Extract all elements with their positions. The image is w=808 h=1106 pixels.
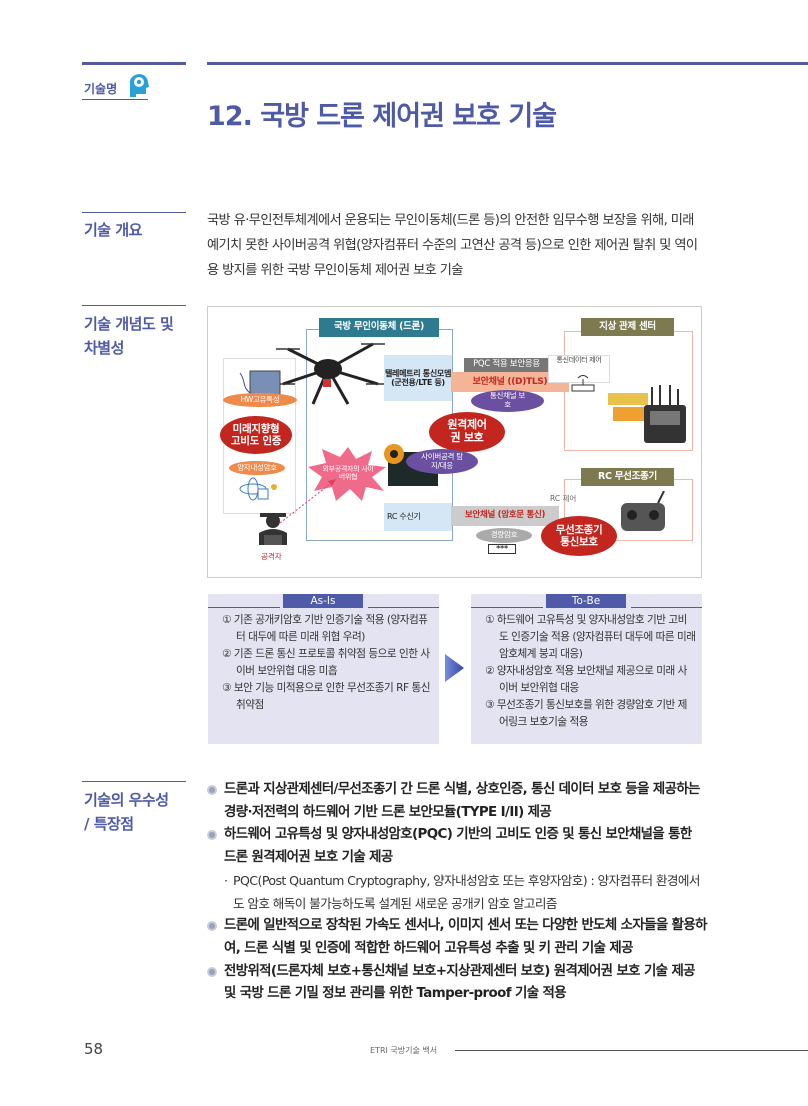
as-is-item: ② 기존 드론 통신 프로토콜 취약점 등으로 인한 사이버 보안위협 대응 미… [222,648,430,677]
overview-label: 기술 개요 [84,221,142,239]
pqc-note: ·PQC(Post Quantum Cryptography, 양자내성암호 또… [224,872,700,911]
to-be-title: To-Be [546,594,626,608]
pqc-app-label: PQC 적용 보안응용 [464,358,549,372]
strength-item: 하드웨어 고유특성 및 양자내성암호(PQC) 기반의 고비도 인증 및 통신 … [207,824,707,869]
cyber-detect: 사이버공격 탐지/대응 [406,449,478,474]
page-number: 58 [84,1040,104,1058]
as-is-item: ③ 보안 기능 미적용으로 인한 무선조종기 RF 통신 취약점 [222,682,430,711]
tab-line [631,607,702,608]
channel-protect: 통신채널 보호 [471,390,544,412]
as-is-item: ① 기존 공개키암호 기반 인증기술 적용 (양자컴퓨터 대두에 따른 미래 위… [222,614,428,643]
section-rule [82,212,186,213]
control-center-image [608,385,686,443]
tab-line [471,607,543,608]
concept-diagram: 국방 무인이동체 (드론) 지상 관제 센터 RC 무선조종기 텔레메트리 통신… [207,306,702,578]
secure-channel-enc: 보안채널 (암호문 통신) [451,506,559,526]
top-rule [207,62,808,65]
strength-item: 전방위적(드론자체 보호+통신채널 보호+지상관제센터 보호) 원격제어권 보호… [207,961,707,1006]
as-is-title: As-Is [283,594,363,608]
bullet-icon [207,966,217,977]
threat-label: 외부공격자의 사이버위협 [322,464,374,481]
strengths-list: 드론과 지상관제센터/무선조종기 간 드론 식별, 상호인증, 통신 데이터 보… [207,779,707,1006]
rc-controller-image [621,491,665,531]
strength-item: 드론에 일반적으로 장착된 가속도 센서나, 이미지 센서 또는 다양한 반도체… [207,915,707,960]
left-top-rule [82,62,186,65]
bullet-icon [207,785,217,795]
attacker-label: 공격자 [261,552,282,561]
router-icon [571,375,595,392]
remote-control-protect: 원격제어권 보호 [429,412,505,452]
threat-starburst [308,447,386,501]
drone-header: 국방 무인이동체 (드론) [319,318,439,337]
page-title: 12. 국방 드론 제어권 보호 기술 [207,101,557,132]
light-crypto: 경량암호 [476,528,532,543]
strengths-label: 기술의 우수성/ 특장점 [84,791,169,833]
atom-key-icon [239,477,277,501]
pqc-label: 양자내성암호 [229,461,285,475]
footer-publication: ETRI 국방기술 백서 [370,1046,438,1055]
rc-header: RC 무선조종기 [581,468,674,486]
section-rule [82,781,186,782]
section-rule [82,305,186,306]
drone-image [271,342,388,405]
rc-receiver: RC 수신기 [384,503,452,531]
bullet-icon [207,830,217,841]
label-underline [82,99,148,100]
password-field-icon: *** [488,544,516,554]
to-be-item: ② 양자내성암호 적용 보안채널 제공으로 미래 사이버 보안위협 대응 [485,665,687,694]
tab-line [368,607,439,608]
tab-line [208,607,280,608]
telemetry-box: 텔레메트리 통신모뎀 (군전용/LTE 등) [384,355,452,401]
attack-arrow [279,479,336,524]
future-auth: 미래지향형 고비도 인증 [220,416,292,454]
bullet-icon [207,921,217,932]
hw-feature: HW고유특성 [223,393,297,407]
ground-header: 지상 관제 센터 [581,318,674,336]
strength-item: 드론과 지상관제센터/무선조종기 간 드론 식별, 상호인증, 통신 데이터 보… [207,779,707,824]
tech-name-label: 기술명 [84,82,118,96]
to-be-box: To-Be ① 하드웨어 고유특성 및 양자내성암호 기반 고비도 인증기술 적… [471,594,702,744]
rc-control-label: RC 제어 [550,494,577,503]
as-is-box: As-Is ① 기존 공개키암호 기반 인증기술 적용 (양자컴퓨터 대두에 따… [208,594,439,744]
to-be-item: ③ 무선조종기 통신보호를 위한 경량암호 기반 제어링크 보호기술 적용 [485,699,687,728]
to-be-item: ① 하드웨어 고유특성 및 양자내성암호 기반 고비도 인증기술 적용 (양자컴… [485,614,696,660]
overview-text: 국방 유·무인전투체계에서 운용되는 무인이동체(드론 등)의 안전한 임무수행… [207,213,698,278]
chip-image [239,370,281,396]
arrow-right-icon [445,654,464,682]
secure-channel-tls: 보안채널 ((D)TLS) [451,372,569,392]
head-gear-icon [129,74,149,97]
footer-rule [455,1050,808,1051]
rc-comm-protect: 무선조종기 통신보호 [541,516,617,556]
comm-data-control: 통신데이터 제어 [548,355,610,383]
attacker-icon [259,513,287,545]
